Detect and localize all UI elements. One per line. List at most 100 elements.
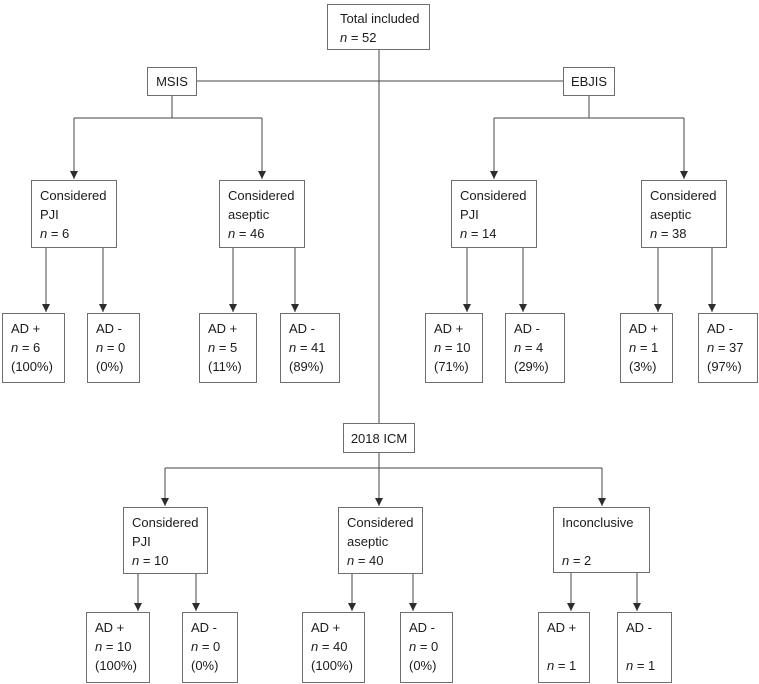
box-count: n = 40	[347, 551, 414, 570]
box-title: AD -	[707, 321, 733, 336]
node-msis: MSIS	[147, 67, 197, 96]
n-value: = 40	[318, 639, 348, 654]
box-count: n = 40	[311, 637, 356, 656]
n-value: = 6	[47, 226, 70, 241]
box-percentage: (3%)	[629, 359, 657, 374]
n-value: = 14	[467, 226, 497, 241]
box-count: n = 1	[629, 338, 664, 357]
box-count: n = 2	[562, 551, 641, 570]
n-symbol: n	[208, 340, 216, 355]
n-symbol: n	[132, 553, 140, 568]
box-title: Inconclusive	[562, 515, 634, 530]
node-total-included: Total included n = 52	[327, 4, 430, 50]
box-percentage: (11%)	[208, 359, 242, 374]
box-count: n = 0	[409, 637, 444, 656]
box-count: n = 10	[132, 551, 199, 570]
box-count: n = 10	[434, 338, 474, 357]
box-count: n = 5	[208, 338, 248, 357]
node-ad-icm-inconclusive-negative: AD - n = 1	[617, 612, 672, 683]
box-title: AD -	[289, 321, 315, 336]
n-value: = 6	[18, 340, 41, 355]
node-ad-msis-pji-positive: AD + n = 6 (100%)	[2, 313, 65, 383]
box-title: AD -	[96, 321, 122, 336]
node-msis-considered-aseptic: Considered aseptic n = 46	[219, 180, 305, 248]
box-count: n = 1	[547, 656, 581, 675]
node-ad-ebjis-pji-negative: AD - n = 4 (29%)	[505, 313, 565, 383]
n-value: = 52	[347, 30, 377, 45]
box-count: n = 41	[289, 338, 331, 357]
box-title: AD -	[191, 620, 217, 635]
box-subtitle: aseptic	[650, 207, 692, 222]
n-symbol: n	[95, 639, 103, 654]
n-symbol: n	[434, 340, 442, 355]
connector-ebjis-branch	[490, 96, 688, 179]
box-percentage: (100%)	[11, 359, 53, 374]
box-title: AD +	[434, 321, 464, 336]
box-percentage: (100%)	[311, 658, 353, 673]
box-count: n = 52	[340, 28, 417, 47]
n-value: = 1	[633, 658, 656, 673]
node-ebjis-considered-aseptic: Considered aseptic n = 38	[641, 180, 727, 248]
node-ad-icm-pji-negative: AD - n = 0 (0%)	[182, 612, 238, 683]
node-ad-ebjis-aseptic-negative: AD - n = 37 (97%)	[698, 313, 758, 383]
box-title: Considered	[132, 515, 199, 530]
node-icm-inconclusive: Inconclusive n = 2	[553, 507, 650, 573]
box-title: AD +	[629, 321, 659, 336]
n-value: = 1	[554, 658, 577, 673]
node-ad-msis-pji-negative: AD - n = 0 (0%)	[87, 313, 140, 383]
node-ad-icm-inconclusive-positive: AD + n = 1	[538, 612, 590, 683]
n-value: = 10	[102, 639, 132, 654]
box-title: Considered	[228, 188, 295, 203]
node-msis-considered-pji: Considered PJI n = 6	[31, 180, 117, 248]
n-symbol: n	[191, 639, 199, 654]
node-ad-icm-aseptic-negative: AD - n = 0 (0%)	[400, 612, 453, 683]
box-percentage: (100%)	[95, 658, 137, 673]
box-percentage: (0%)	[96, 359, 124, 374]
n-symbol: n	[228, 226, 236, 241]
box-percentage: (0%)	[191, 658, 219, 673]
n-symbol: n	[311, 639, 319, 654]
spacer	[626, 637, 663, 656]
node-ebjis-considered-pji: Considered PJI n = 14	[451, 180, 537, 248]
box-count: n = 14	[460, 224, 528, 243]
connector-icm-branch	[161, 453, 606, 506]
spacer	[547, 637, 581, 656]
n-symbol: n	[629, 340, 637, 355]
n-value: = 46	[235, 226, 265, 241]
n-value: = 4	[521, 340, 544, 355]
node-icm-considered-pji: Considered PJI n = 10	[123, 507, 208, 574]
box-subtitle: PJI	[40, 207, 59, 222]
box-percentage: (89%)	[289, 359, 324, 374]
n-value: = 41	[296, 340, 326, 355]
connector-ebjis-pji-to-ad	[463, 248, 527, 312]
connector-inconclusive-to-ad	[567, 573, 641, 611]
box-count: n = 4	[514, 338, 556, 357]
n-symbol: n	[347, 553, 355, 568]
box-title: 2018 ICM	[350, 430, 408, 446]
box-title: Considered	[650, 188, 717, 203]
box-count: n = 37	[707, 338, 749, 357]
box-title: Considered	[460, 188, 527, 203]
n-symbol: n	[514, 340, 522, 355]
node-ad-ebjis-pji-positive: AD + n = 10 (71%)	[425, 313, 483, 383]
box-count: n = 6	[11, 338, 56, 357]
box-title: AD -	[626, 620, 652, 635]
node-icm-considered-aseptic: Considered aseptic n = 40	[338, 507, 423, 574]
n-value: = 0	[103, 340, 126, 355]
box-title: AD +	[11, 321, 41, 336]
box-percentage: (0%)	[409, 658, 437, 673]
box-title: AD -	[409, 620, 435, 635]
n-symbol: n	[562, 553, 570, 568]
box-percentage: (97%)	[707, 359, 742, 374]
n-symbol: n	[707, 340, 715, 355]
box-count: n = 10	[95, 637, 141, 656]
box-title: AD +	[208, 321, 238, 336]
node-ad-icm-pji-positive: AD + n = 10 (100%)	[86, 612, 150, 683]
n-value: = 0	[198, 639, 221, 654]
n-value: = 5	[215, 340, 238, 355]
n-symbol: n	[289, 340, 297, 355]
n-symbol: n	[96, 340, 104, 355]
box-title: Total included	[340, 11, 420, 26]
